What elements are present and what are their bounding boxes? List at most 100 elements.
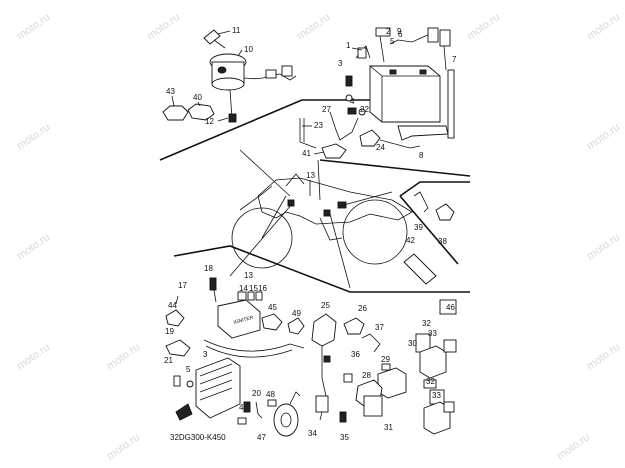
- section-divider-top-right: [319, 159, 471, 177]
- section-divider-right: [399, 181, 470, 197]
- watermark-6: moto.ru: [15, 121, 52, 152]
- callout-4-bottom: 4: [239, 403, 244, 412]
- bolt-12: [228, 113, 237, 123]
- callout-21: 21: [164, 356, 173, 365]
- callout-49: 49: [292, 309, 301, 318]
- callout-30: 30: [408, 339, 417, 348]
- flasher-31: [363, 395, 383, 417]
- callout-32-bottom: 32: [426, 377, 435, 386]
- ignition-switch-group: 11 10 43 40 12: [159, 26, 303, 161]
- motorcycle-outline: 13: [229, 149, 413, 289]
- bolt-18: [209, 277, 217, 291]
- connector-16: [255, 291, 263, 301]
- callout-16: 16: [258, 284, 267, 293]
- clamp-24: [359, 129, 381, 147]
- switch-26: [343, 317, 365, 335]
- hose-42: [403, 253, 437, 285]
- callout-33-bottom: 33: [432, 391, 441, 400]
- section-divider-bottom: [173, 245, 470, 293]
- rear-wheel: [342, 199, 408, 265]
- watermark-layer: moto.ru moto.ru moto.ru moto.ru moto.ru …: [15, 11, 622, 462]
- bolt-35: [339, 411, 347, 423]
- callout-17: 17: [178, 281, 187, 290]
- sensor-34: [315, 395, 329, 413]
- callout-4: 4: [350, 97, 355, 106]
- clamp-41: [321, 143, 347, 159]
- hose-clamp-group: 39 38 42: [399, 181, 470, 285]
- callout-22: 22: [360, 105, 369, 114]
- watermark-7: moto.ru: [585, 121, 622, 152]
- bracket-21: [175, 403, 193, 421]
- clamp-40: [187, 103, 215, 121]
- callout-46: 46: [446, 303, 455, 312]
- callout-9: 9: [397, 27, 402, 36]
- key-icon: [203, 29, 221, 45]
- watermark-1: moto.ru: [15, 11, 52, 42]
- connector-15: [247, 291, 255, 301]
- callout-5-bottom: 5: [186, 365, 191, 374]
- callout-47: 47: [257, 433, 266, 442]
- callout-35: 35: [340, 433, 349, 442]
- clamp-45: [261, 313, 283, 331]
- callout-26: 26: [358, 304, 367, 313]
- battery: [369, 65, 441, 123]
- battery-strap: [447, 69, 455, 139]
- watermark-8: moto.ru: [15, 231, 52, 262]
- callout-29: 29: [381, 355, 390, 364]
- callout-36: 36: [351, 350, 360, 359]
- bolt-3: [345, 75, 353, 87]
- clamp-19: [165, 339, 191, 357]
- front-wheel: [231, 207, 293, 269]
- callout-15: 15: [249, 284, 258, 293]
- rectifier-regulator: [195, 357, 241, 419]
- watermark-2: moto.ru: [145, 11, 182, 42]
- washer-5: [186, 380, 194, 388]
- callout-8: 8: [419, 151, 424, 160]
- callout-12: 12: [205, 117, 214, 126]
- callout-11: 11: [232, 26, 241, 35]
- clip-39: [413, 191, 429, 213]
- callout-28: 28: [362, 371, 371, 380]
- relay-28: [377, 367, 407, 399]
- callout-2: 2: [386, 27, 391, 36]
- battery-group: 9 1 2 5 6 7 8 3 4 27 22 23 24 41: [299, 27, 471, 177]
- switch-harness: [243, 73, 297, 81]
- watermark-14: moto.ru: [555, 431, 592, 462]
- relay-block-group: 46 32 33 30 32 33: [408, 299, 457, 435]
- bolt-4: [243, 401, 251, 413]
- callout-19: 19: [165, 327, 174, 336]
- frame-outline: [257, 177, 413, 225]
- callout-25: 25: [321, 301, 330, 310]
- watermark-11: moto.ru: [105, 341, 142, 372]
- callout-37: 37: [375, 323, 384, 332]
- watermark-10: moto.ru: [15, 341, 52, 372]
- callout-32-top: 32: [422, 319, 431, 328]
- watermark-12: moto.ru: [585, 341, 622, 372]
- callout-24: 24: [376, 143, 385, 152]
- rod-23: [299, 118, 317, 149]
- horn: [273, 403, 299, 437]
- clamp-44: [165, 309, 185, 327]
- clamp-49: [287, 317, 305, 335]
- callout-3-bottom: 3: [203, 350, 208, 359]
- callout-1: 1: [346, 41, 351, 50]
- callout-31: 31: [384, 423, 393, 432]
- callout-40: 40: [193, 93, 202, 102]
- callout-5: 5: [390, 37, 395, 46]
- section-divider-right-bottom: [399, 195, 459, 265]
- section-divider-top-left: [159, 99, 303, 161]
- relay-46: [439, 299, 457, 315]
- callout-42: 42: [406, 236, 415, 245]
- washer-22: [358, 108, 366, 116]
- callout-13-bottom: 13: [244, 271, 253, 280]
- bolt-21: [173, 375, 181, 387]
- clip-37: [361, 333, 381, 353]
- watermark-5: moto.ru: [585, 11, 622, 42]
- callout-20: 20: [252, 389, 261, 398]
- relay-30: [443, 339, 457, 353]
- battery-band: [397, 125, 449, 141]
- callout-48: 48: [266, 390, 275, 399]
- callout-23: 23: [314, 121, 323, 130]
- rubber-36: [343, 373, 353, 383]
